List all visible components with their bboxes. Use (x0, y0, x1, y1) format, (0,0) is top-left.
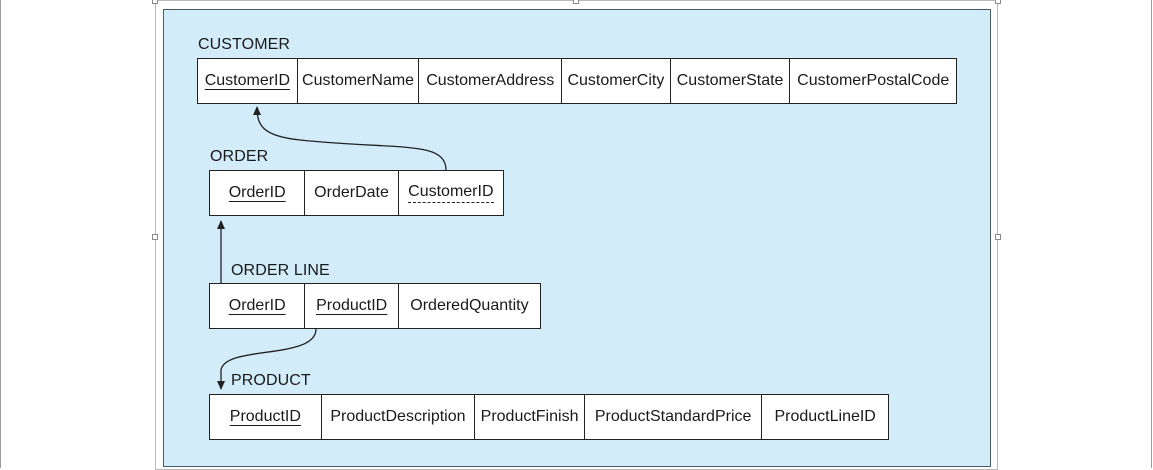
product-field-productlineid: ProductLineID (774, 408, 876, 425)
order-field-orderid: OrderID (210, 171, 306, 215)
resize-handle-top[interactable] (573, 0, 579, 4)
resize-handle-top-right[interactable] (995, 0, 1001, 4)
order-line-field-orderedquantity: OrderedQuantity (410, 297, 529, 314)
customer-field-customerpostalcode: CustomerPostalCode (797, 72, 950, 89)
customer-table: CustomerID CustomerName CustomerAddress … (197, 58, 957, 104)
customer-field-customerid: CustomerID (198, 59, 298, 103)
fk-arrow-orderline-to-product (217, 328, 317, 390)
product-field-productdescription: ProductDescription (322, 395, 476, 439)
order-field-orderdate: OrderDate (305, 171, 399, 215)
product-field-productid: ProductID (210, 395, 322, 439)
order-field-customerid: CustomerID (399, 171, 503, 215)
page-edge-right (1151, 0, 1152, 468)
customer-title: CUSTOMER (198, 36, 291, 53)
resize-handle-top-left[interactable] (152, 0, 158, 4)
fk-arrow-order-to-customer (253, 106, 447, 171)
order-line-title: ORDER LINE (231, 262, 330, 279)
order-table: OrderID OrderDate CustomerID (209, 170, 504, 216)
order-line-field-orderid: OrderID (210, 284, 306, 328)
product-title: PRODUCT (231, 372, 311, 389)
order-title: ORDER (210, 148, 269, 165)
resize-handle-left[interactable] (152, 234, 158, 240)
page-edge-left (0, 0, 1, 468)
product-field-productfinish: ProductFinish (475, 395, 585, 439)
product-field-productstandardprice: ProductStandardPrice (585, 395, 763, 439)
order-line-table: OrderID ProductID OrderedQuantity (209, 283, 541, 329)
customer-field-customerstate: CustomerState (671, 59, 791, 103)
product-table: ProductID ProductDescription ProductFini… (209, 394, 889, 440)
order-line-field-productid: ProductID (305, 284, 399, 328)
customer-field-customername: CustomerName (298, 59, 420, 103)
customer-field-customeraddress: CustomerAddress (419, 59, 563, 103)
resize-handle-right[interactable] (995, 234, 1001, 240)
customer-field-customercity: CustomerCity (562, 59, 671, 103)
